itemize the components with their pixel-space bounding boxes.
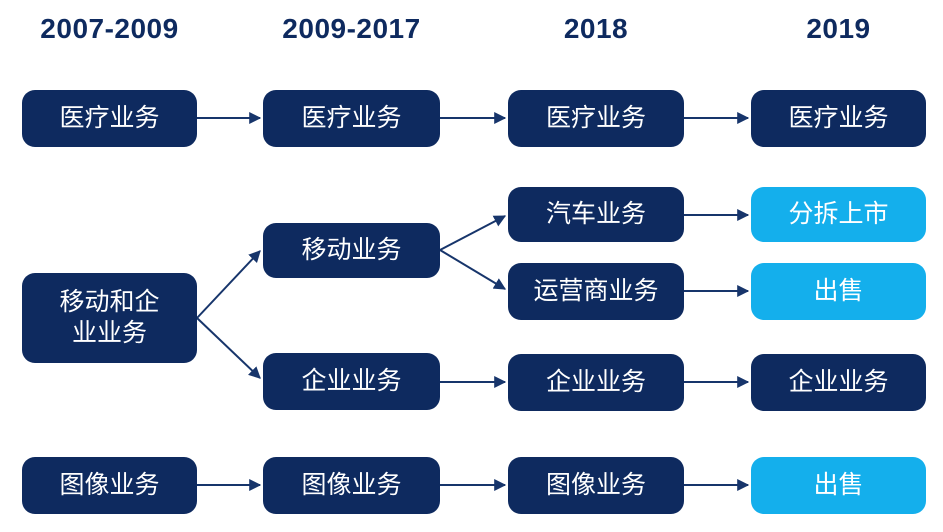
node-auto-2018: 汽车业务: [508, 187, 684, 242]
node-imaging-2009: 图像业务: [263, 457, 440, 514]
column-header-2018: 2018: [563, 13, 629, 44]
node-enterprise-2018: 企业业务: [508, 354, 684, 411]
column-header-2019: 2019: [806, 13, 871, 44]
node-enterprise-2019: 企业业务: [751, 354, 926, 411]
node-enterprise-2009: 企业业务: [263, 353, 440, 410]
node-carrier-2018: 运营商业务: [508, 263, 684, 320]
node-label: 汽车业务: [545, 199, 646, 228]
node-medical-2009: 医疗业务: [263, 90, 440, 147]
node-label: 运营商业务: [533, 276, 659, 305]
node-label: 企业业务: [545, 367, 646, 396]
node-medical-2018: 医疗业务: [508, 90, 684, 147]
node-label: 图像业务: [59, 470, 160, 499]
node-mobile-2009: 移动业务: [263, 223, 440, 278]
node-medical-2019: 医疗业务: [751, 90, 926, 147]
column-header-2009-2017: 2009-2017: [282, 13, 421, 44]
node-label: 图像业务: [301, 470, 402, 499]
node-label: 移动和企业业务: [59, 287, 160, 347]
arrow-mobile-to-carrier: [439, 249, 507, 290]
node-label: 图像业务: [545, 470, 646, 499]
node-medical-2007: 医疗业务: [22, 90, 197, 147]
node-label: 医疗业务: [788, 103, 889, 132]
arrow-mobile-to-auto: [439, 215, 507, 251]
node-spinoff-ipo-2019: 分拆上市: [751, 187, 926, 242]
node-sold-carrier-2019: 出售: [751, 263, 926, 320]
node-label: 分拆上市: [788, 199, 889, 228]
node-label: 企业业务: [788, 367, 889, 396]
arrow-mobile-enterprise-to-enterprise: [196, 317, 261, 379]
node-label: 医疗业务: [545, 103, 646, 132]
node-label: 企业业务: [301, 366, 402, 395]
column-header-2007-2009: 2007-2009: [40, 13, 179, 44]
node-label: 出售: [813, 276, 864, 305]
node-sold-imaging-2019: 出售: [751, 457, 926, 514]
node-mobile-enterprise-2007: 移动和企业业务: [22, 273, 197, 363]
node-label: 出售: [813, 470, 864, 499]
node-label: 移动业务: [301, 235, 402, 264]
node-imaging-2007: 图像业务: [22, 457, 197, 514]
node-label: 医疗业务: [301, 103, 402, 132]
node-label: 医疗业务: [59, 103, 160, 132]
arrow-mobile-enterprise-to-mobile: [196, 250, 261, 319]
node-imaging-2018: 图像业务: [508, 457, 684, 514]
